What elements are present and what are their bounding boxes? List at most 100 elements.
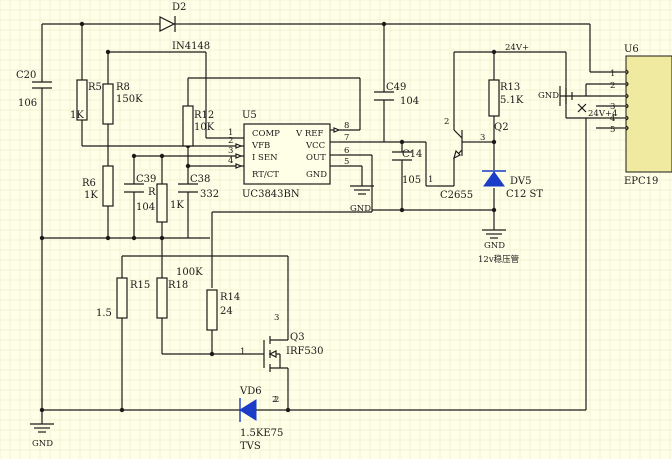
resistor-r6: R6 1K [82,165,114,207]
q3-pin-drain: 3 [274,313,279,323]
q2-pin-emitter: 3 [480,133,485,143]
r-value: 1K [170,200,184,211]
u6-pin5-num: 5 [610,125,615,135]
u5-pin5-num: 5 [344,157,349,167]
u5-pin4-name: RT/CT [252,170,279,180]
u5-pin1-name: COMP [252,129,280,139]
u6-value: EPC19 [624,176,658,187]
r8-ref: R8 [116,82,130,93]
resistor-r13: R13 5.1K 24V+ [488,43,529,117]
ground-symbol-dv5: GND 12v稳压管 [478,229,519,265]
c14-value: 105 [402,175,421,186]
q2-value: C2655 [440,190,473,201]
u5-pin3-name: I SEN [252,153,278,163]
c20-value: 106 [18,98,37,109]
vd6-value: 1.5KE75 [240,428,283,439]
u6-pin3-num: 3 [610,102,615,112]
capacitor-c38: C38 332 [178,174,219,200]
u5-pin2-num: 2 [228,136,233,146]
u5-pin4-num: 4 [228,156,233,166]
r18-ref: R18 [168,280,188,291]
transistor-q2: 2 3 1 Q2 C2655 [428,117,509,201]
r13-value: 5.1K [500,95,524,106]
r5-ref: R5 [88,82,102,93]
r13-ref: R13 [500,82,520,93]
resistor-r8: R8 150K [102,82,143,125]
d2-ref: D2 [172,2,186,13]
c20-ref: C20 [16,70,36,81]
u6-pin2-num: 2 [610,81,615,91]
ground-symbol-bottom: GND [30,423,54,449]
capacitor-c20: C20 106 [16,68,52,109]
resistor-r15: R15 1.5 [96,277,150,319]
c49-ref: C49 [386,82,406,93]
capacitor-c14: C14 105 [392,149,422,186]
resistor-r18: R18 100K [156,267,203,319]
u5-pin3-num: 3 [228,146,233,156]
net-24v-label: 24V+ [505,43,529,53]
capacitor-c49: C49 104 [374,82,419,107]
ic-u5: U5 UC3843BN 1 2 3 4 8 7 6 5 COMP VFB I S… [226,110,349,200]
u5-pin1-num: 1 [228,128,233,138]
dv5-note: 12v稳压管 [478,254,519,265]
u5-pin8-name: V REF [295,129,323,139]
gnd-label-mid: GND [350,204,371,214]
u5-pin6-num: 6 [344,146,349,156]
u5-pin8-num: 8 [344,121,349,131]
q3-ref: Q3 [290,332,305,343]
u5-ref: U5 [242,110,257,121]
c39-ref: C39 [136,174,156,185]
u5-pin2-name: VFB [251,141,270,151]
u5-pin7-name: VCC [305,141,325,151]
r6-value: 1K [84,190,98,201]
gnd-label-dv5: GND [484,241,505,251]
vd6-note: TVS [240,441,261,452]
vd6-ref: VD6 [239,386,262,397]
c49-value: 104 [400,96,419,107]
r6-ref: R6 [82,178,96,189]
q3-value: IRF530 [286,346,324,357]
dv5-ref: DV5 [510,176,531,187]
r8-value: 150K [116,94,143,105]
resistor-r12: R12 10K [182,105,215,147]
u5-pin7-num: 7 [344,133,349,143]
zener-dv5: DV5 C12 ST [482,170,543,200]
connector-u6: U6 EPC19 1 2 3 4 5 GND 24V+4 [538,44,672,187]
tvs-vd6: VD6 2 1.5KE75 TVS [239,386,283,452]
r18-value: 100K [176,267,203,278]
u5-pin6-name: OUT [306,153,326,163]
ground-symbol-u5: GND [350,185,374,214]
r15-value: 1.5 [96,308,112,319]
net-24v4-label: 24V+4 [588,109,617,119]
u5-pin5-name: GND [306,170,327,180]
resistor-r5: R5 1K [70,79,102,121]
c14-ref: C14 [402,149,422,160]
q3-pin-source: 2 [274,395,279,405]
r15-ref: R15 [130,280,150,291]
r14-value: 24 [220,306,233,317]
vd6-pin-cathode: 2 [272,395,277,405]
diode-d2: D2 IN4148 [159,2,210,52]
r12-value: 10K [194,122,215,133]
c39-value: 104 [136,202,155,213]
gnd-label-top: GND [538,91,559,101]
r12-ref: R12 [194,110,214,121]
q2-pin-collector: 1 [428,175,433,185]
c38-value: 332 [200,189,219,200]
mosfet-q3: 1 3 2 Q3 IRF530 [240,313,324,405]
resistor-r14: R14 24 [206,289,240,331]
d2-value: IN4148 [172,41,210,52]
q2-pin-base: 2 [444,117,449,127]
c38-ref: C38 [190,174,210,185]
dv5-value: C12 ST [506,189,543,200]
q2-ref: Q2 [494,122,509,133]
gnd-label-bottom: GND [32,439,53,449]
r5-value: 1K [70,110,84,121]
capacitor-c39: C39 104 [124,174,156,213]
r14-ref: R14 [220,292,240,303]
resistor-r: R 1K [148,183,184,223]
u6-ref: U6 [624,44,639,55]
u6-pin4-num: 4 [610,114,615,124]
